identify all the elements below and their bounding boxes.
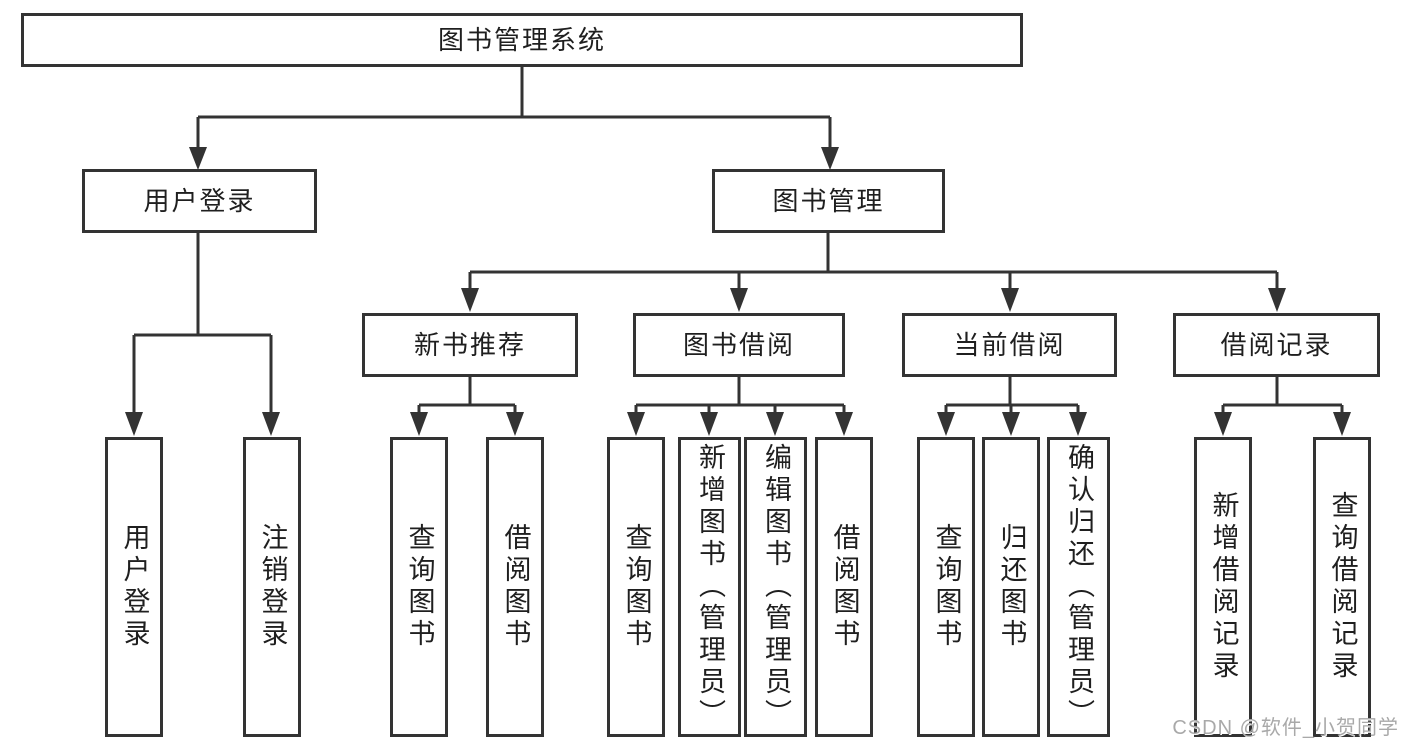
leaf-query-books-current: 查询图书 (917, 437, 975, 737)
arrow-down-icon (410, 412, 428, 436)
arrow-down-icon (937, 412, 955, 436)
arrow-down-icon (461, 288, 479, 312)
node-label: 新增借阅记录 (1208, 491, 1239, 683)
arrow-down-icon (125, 412, 143, 436)
node-label: 图书管理 (772, 186, 885, 216)
arrow-down-icon (627, 412, 645, 436)
leaf-borrow-books-new: 借阅图书 (486, 437, 544, 737)
connector-book-borrow-to-leaves (627, 377, 853, 436)
node-root-library-system: 图书管理系统 (21, 13, 1023, 67)
arrow-down-icon (1069, 412, 1087, 436)
connector-borrow-records-to-leaves (1214, 377, 1351, 436)
node-new-book-recommend: 新书推荐 (362, 313, 578, 377)
node-label: 归还图书 (996, 523, 1027, 651)
leaf-user-login: 用户登录 (105, 437, 163, 737)
leaf-edit-book-admin: 编辑图书（管理员） (744, 437, 807, 737)
arrow-down-icon (1002, 412, 1020, 436)
arrow-down-icon (1333, 412, 1351, 436)
node-user-login: 用户登录 (82, 169, 317, 233)
node-label: 图书管理系统 (437, 25, 606, 55)
arrow-down-icon (835, 412, 853, 436)
arrow-down-icon (1268, 288, 1286, 312)
node-label: 注销登录 (257, 523, 288, 651)
node-label: 当前借阅 (953, 330, 1066, 360)
leaf-logout-login: 注销登录 (243, 437, 301, 737)
leaf-borrow-books-borrow: 借阅图书 (815, 437, 873, 737)
node-label: 查询图书 (621, 523, 652, 651)
node-book-management: 图书管理 (712, 169, 945, 233)
leaf-query-books-new: 查询图书 (390, 437, 448, 737)
arrow-down-icon (821, 147, 839, 170)
node-label: 查询图书 (404, 523, 435, 651)
node-label: 查询借阅记录 (1327, 491, 1358, 683)
arrow-down-icon (766, 412, 784, 436)
connector-root-to-level2 (189, 67, 839, 170)
leaf-query-borrow-record: 查询借阅记录 (1313, 437, 1371, 737)
leaf-add-borrow-record: 新增借阅记录 (1194, 437, 1252, 737)
arrow-down-icon (262, 412, 280, 436)
leaf-query-books-borrow: 查询图书 (607, 437, 665, 737)
node-label: 图书借阅 (682, 330, 795, 360)
connector-new-book-to-leaves (410, 377, 524, 436)
csdn-watermark: CSDN @软件_小贺同学 (1172, 717, 1399, 739)
leaf-return-book: 归还图书 (982, 437, 1040, 737)
node-label: 用户登录 (143, 186, 256, 216)
node-label: 用户登录 (119, 523, 150, 651)
node-current-borrow: 当前借阅 (902, 313, 1117, 377)
arrow-down-icon (1001, 288, 1019, 312)
connector-book-management-to-level3 (461, 233, 1286, 312)
node-label: 借阅记录 (1220, 330, 1333, 360)
node-label: 借阅图书 (829, 523, 860, 651)
node-book-borrow: 图书借阅 (633, 313, 845, 377)
arrow-down-icon (506, 412, 524, 436)
leaf-add-book-admin: 新增图书（管理员） (678, 437, 741, 737)
arrow-down-icon (189, 147, 207, 170)
leaf-confirm-return-admin: 确认归还（管理员） (1047, 437, 1110, 737)
arrow-down-icon (1214, 412, 1232, 436)
arrow-down-icon (730, 288, 748, 312)
node-label: 查询图书 (931, 523, 962, 651)
node-label: 借阅图书 (500, 523, 531, 651)
arrow-down-icon (700, 412, 718, 436)
node-label: 编辑图书（管理员） (761, 443, 791, 731)
node-borrow-records: 借阅记录 (1173, 313, 1380, 377)
connector-user-login-to-leaves (125, 233, 280, 436)
connector-current-borrow-to-leaves (937, 377, 1087, 436)
node-label: 确认归还（管理员） (1064, 443, 1094, 731)
node-label: 新增图书（管理员） (695, 443, 725, 731)
node-label: 新书推荐 (413, 330, 526, 360)
